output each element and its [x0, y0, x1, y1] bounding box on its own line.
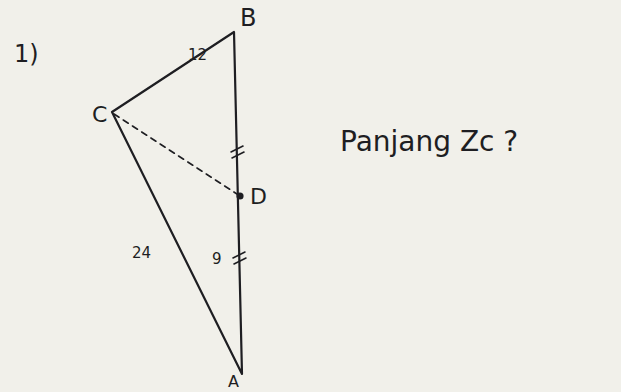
point-dot	[238, 194, 243, 199]
question-note: Panjang Zc ?	[340, 128, 518, 156]
tick-mark	[231, 146, 244, 158]
vertex-label: A	[228, 374, 239, 390]
dashed-segment	[114, 114, 240, 196]
side-length: 24	[132, 246, 151, 261]
vertex-label: C	[92, 104, 107, 126]
tick-mark	[233, 252, 246, 264]
segment-length: 9	[212, 252, 222, 267]
side-length: 12	[188, 48, 207, 63]
problem-number: 1)	[14, 42, 39, 66]
vertex-label: D	[250, 186, 267, 208]
triangle-outline	[112, 32, 242, 374]
vertex-label: B	[240, 6, 256, 30]
